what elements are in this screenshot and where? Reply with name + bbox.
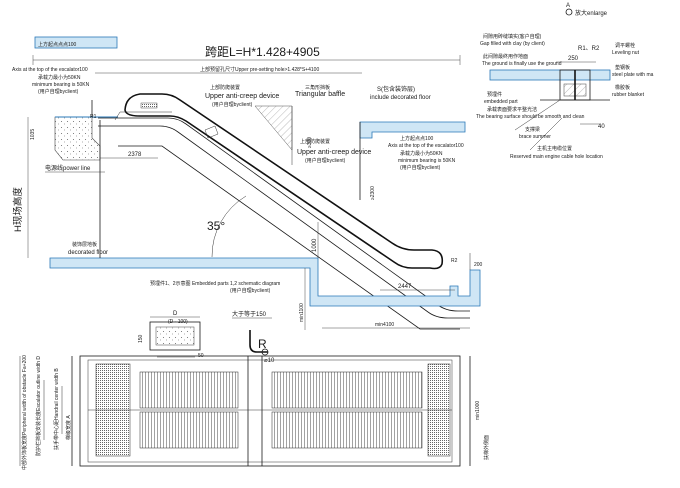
handrail bbox=[124, 93, 444, 270]
dim-phi10: ⌀10 bbox=[264, 358, 275, 364]
s-decor-en: include decorated floor bbox=[370, 95, 431, 101]
upper-pit-dimension: 上部预留孔尺寸Upper pre-setting hole>1.428*S+41… bbox=[95, 66, 362, 74]
bearing-right-en: minimum bearing is 50KN bbox=[398, 158, 456, 164]
gap-clay-cn: 间隙用砖缝填实(客户自理) bbox=[483, 33, 542, 40]
rubber-en: rubber blanket bbox=[612, 92, 645, 98]
plan-outer-width: 中部外饰板宽度Peripheral width of obstacle Fa+2… bbox=[21, 355, 28, 470]
gap-clay-en: Gap filled with clay (by client) bbox=[480, 41, 545, 47]
dim-150: 150 bbox=[138, 334, 144, 343]
plan-handrail: 扶手带中心距Handrail center width B bbox=[53, 368, 60, 450]
leveling-cn: 调平螺栓 bbox=[615, 42, 635, 49]
bearing-surface-cn: 承载表面要求平整光洁 bbox=[487, 106, 537, 113]
cable-hole-en: Reserved main engine cable hole location bbox=[510, 154, 603, 160]
dim-min4100: min4100 bbox=[375, 322, 394, 328]
dim-d100: (D - 100) bbox=[168, 319, 188, 325]
span-dimension: 跨距L=H*1.428+4905 bbox=[32, 45, 461, 65]
dim-min1100: min1100 bbox=[299, 303, 305, 322]
steel-plate-en: steel plate with ma bbox=[612, 72, 654, 78]
brace-en: brace summer bbox=[519, 134, 551, 140]
rubber-cn: 橡胶板 bbox=[615, 84, 630, 91]
plan-guide-length: 防护栏挡板安装长度Escalator outline width D bbox=[35, 356, 42, 456]
dim-r: R bbox=[258, 337, 267, 351]
upper-anti-creep-en: Upper anti-creep device bbox=[205, 93, 279, 100]
axis-top-left-en: Axis at the top of the escalator100 bbox=[12, 67, 88, 73]
upper-anti-creep-cn: 上部防爬装置 bbox=[210, 84, 240, 91]
dim-2300: ≥2300 bbox=[370, 186, 376, 200]
bearing-right-cn: 承载力最小为50KN bbox=[400, 150, 443, 157]
upper-anti-creep2-en: Upper anti-creep device bbox=[297, 149, 371, 156]
axis-top-left-cn: 上方起点点点100 bbox=[38, 41, 77, 48]
leveling-en: Leveling nut bbox=[612, 50, 640, 56]
enlarge-detail: A 放大enlarge 250 R1、R2 40 bbox=[489, 3, 611, 151]
dim-1000: 1000 bbox=[312, 238, 318, 252]
enl-r: R1、R2 bbox=[578, 46, 600, 52]
embedded-part-cn: 预埋件 bbox=[487, 91, 502, 98]
upper-landing-concrete bbox=[54, 116, 101, 161]
enl-40: 40 bbox=[598, 124, 605, 130]
enlarge-letter: A bbox=[566, 3, 570, 9]
s-decor-cn: S(包含装饰层) bbox=[377, 85, 415, 93]
bearing-surface-en: The bearing surface should be smooth and… bbox=[476, 114, 585, 120]
dim-2378: 2378 bbox=[128, 152, 142, 158]
dim-d: D bbox=[173, 311, 178, 317]
span-formula-label: 跨距L=H*1.428+4905 bbox=[205, 45, 320, 59]
dim-1035: 1035 bbox=[30, 129, 36, 140]
by-client-5: (用户自理byclient) bbox=[230, 287, 271, 294]
upper-floor-slab-left bbox=[34, 36, 118, 49]
decorated-floor-cn: 装饰层地板 bbox=[72, 241, 97, 248]
enl-250: 250 bbox=[568, 56, 579, 62]
axis-top-right-en: Axis at the top of the escalator100 bbox=[388, 143, 464, 149]
by-client-2: (用户自理byclient) bbox=[212, 101, 253, 108]
greater-than-label: 大于等于150 bbox=[232, 310, 267, 318]
by-client-1: (用户自理byclient) bbox=[38, 88, 79, 95]
plan-right-cn: 扶梯外侧面 bbox=[483, 435, 490, 460]
power-line-label: 电源线power line bbox=[45, 164, 91, 172]
ground-cn: 此间隙最终用作地面 bbox=[483, 53, 528, 60]
lower-pit bbox=[49, 257, 481, 307]
plan-step-width: 梯级宽度 A bbox=[65, 415, 72, 440]
h-height-label: H现场高度 bbox=[12, 187, 24, 232]
decorated-floor-en: decorated floor bbox=[68, 250, 108, 256]
triangular-baffle-cn: 三角形挡板 bbox=[305, 84, 330, 91]
by-client-4: (用户自理byclient) bbox=[400, 164, 441, 171]
plan-right-dim: min1000 bbox=[475, 401, 481, 420]
triangular-baffle bbox=[254, 105, 293, 151]
upper-anti-creep2-cn: 上部防爬装置 bbox=[300, 138, 330, 145]
upper-pit-label: 上部预留孔尺寸Upper pre-setting hole>1.428*S+41… bbox=[200, 66, 319, 73]
enlarge-title: 放大enlarge bbox=[575, 9, 608, 17]
dim-2447: 2447 bbox=[398, 284, 412, 290]
r1-label: R1 bbox=[90, 114, 97, 120]
bearing-left-cn: 承载力最小为50KN bbox=[38, 74, 81, 81]
bearing-left-en: minimum bearing is 50KN bbox=[32, 82, 90, 88]
cable-hole-cn: 主机主电缆位置 bbox=[537, 145, 572, 152]
angle-label: 35° bbox=[207, 219, 225, 233]
brace-cn: 支撑梁 bbox=[525, 126, 540, 133]
embedded-schematic-label: 预埋件1、2示意图 Embedded parts 1,2 schematic d… bbox=[150, 280, 280, 287]
embedded-part-en: embedded part bbox=[484, 99, 518, 105]
plan-view bbox=[19, 355, 471, 467]
steel-plate-cn: 垫钢板 bbox=[615, 64, 630, 71]
axis-top-right-cn: 上方起点点100 bbox=[400, 135, 434, 142]
triangular-baffle-en: Triangular baffle bbox=[295, 91, 345, 98]
embedded-part-sketch: D (D - 100) 50 150 大于等于150 R ⌀10 bbox=[138, 310, 275, 364]
dim-200: 200 bbox=[474, 262, 483, 268]
ground-en: The ground is finally use the ground bbox=[482, 61, 562, 67]
dim-300: ≥300 bbox=[307, 137, 313, 148]
escalator-truss bbox=[98, 111, 470, 330]
by-client-3: (用户自理byclient) bbox=[305, 157, 346, 164]
r2-label: R2 bbox=[451, 258, 458, 264]
